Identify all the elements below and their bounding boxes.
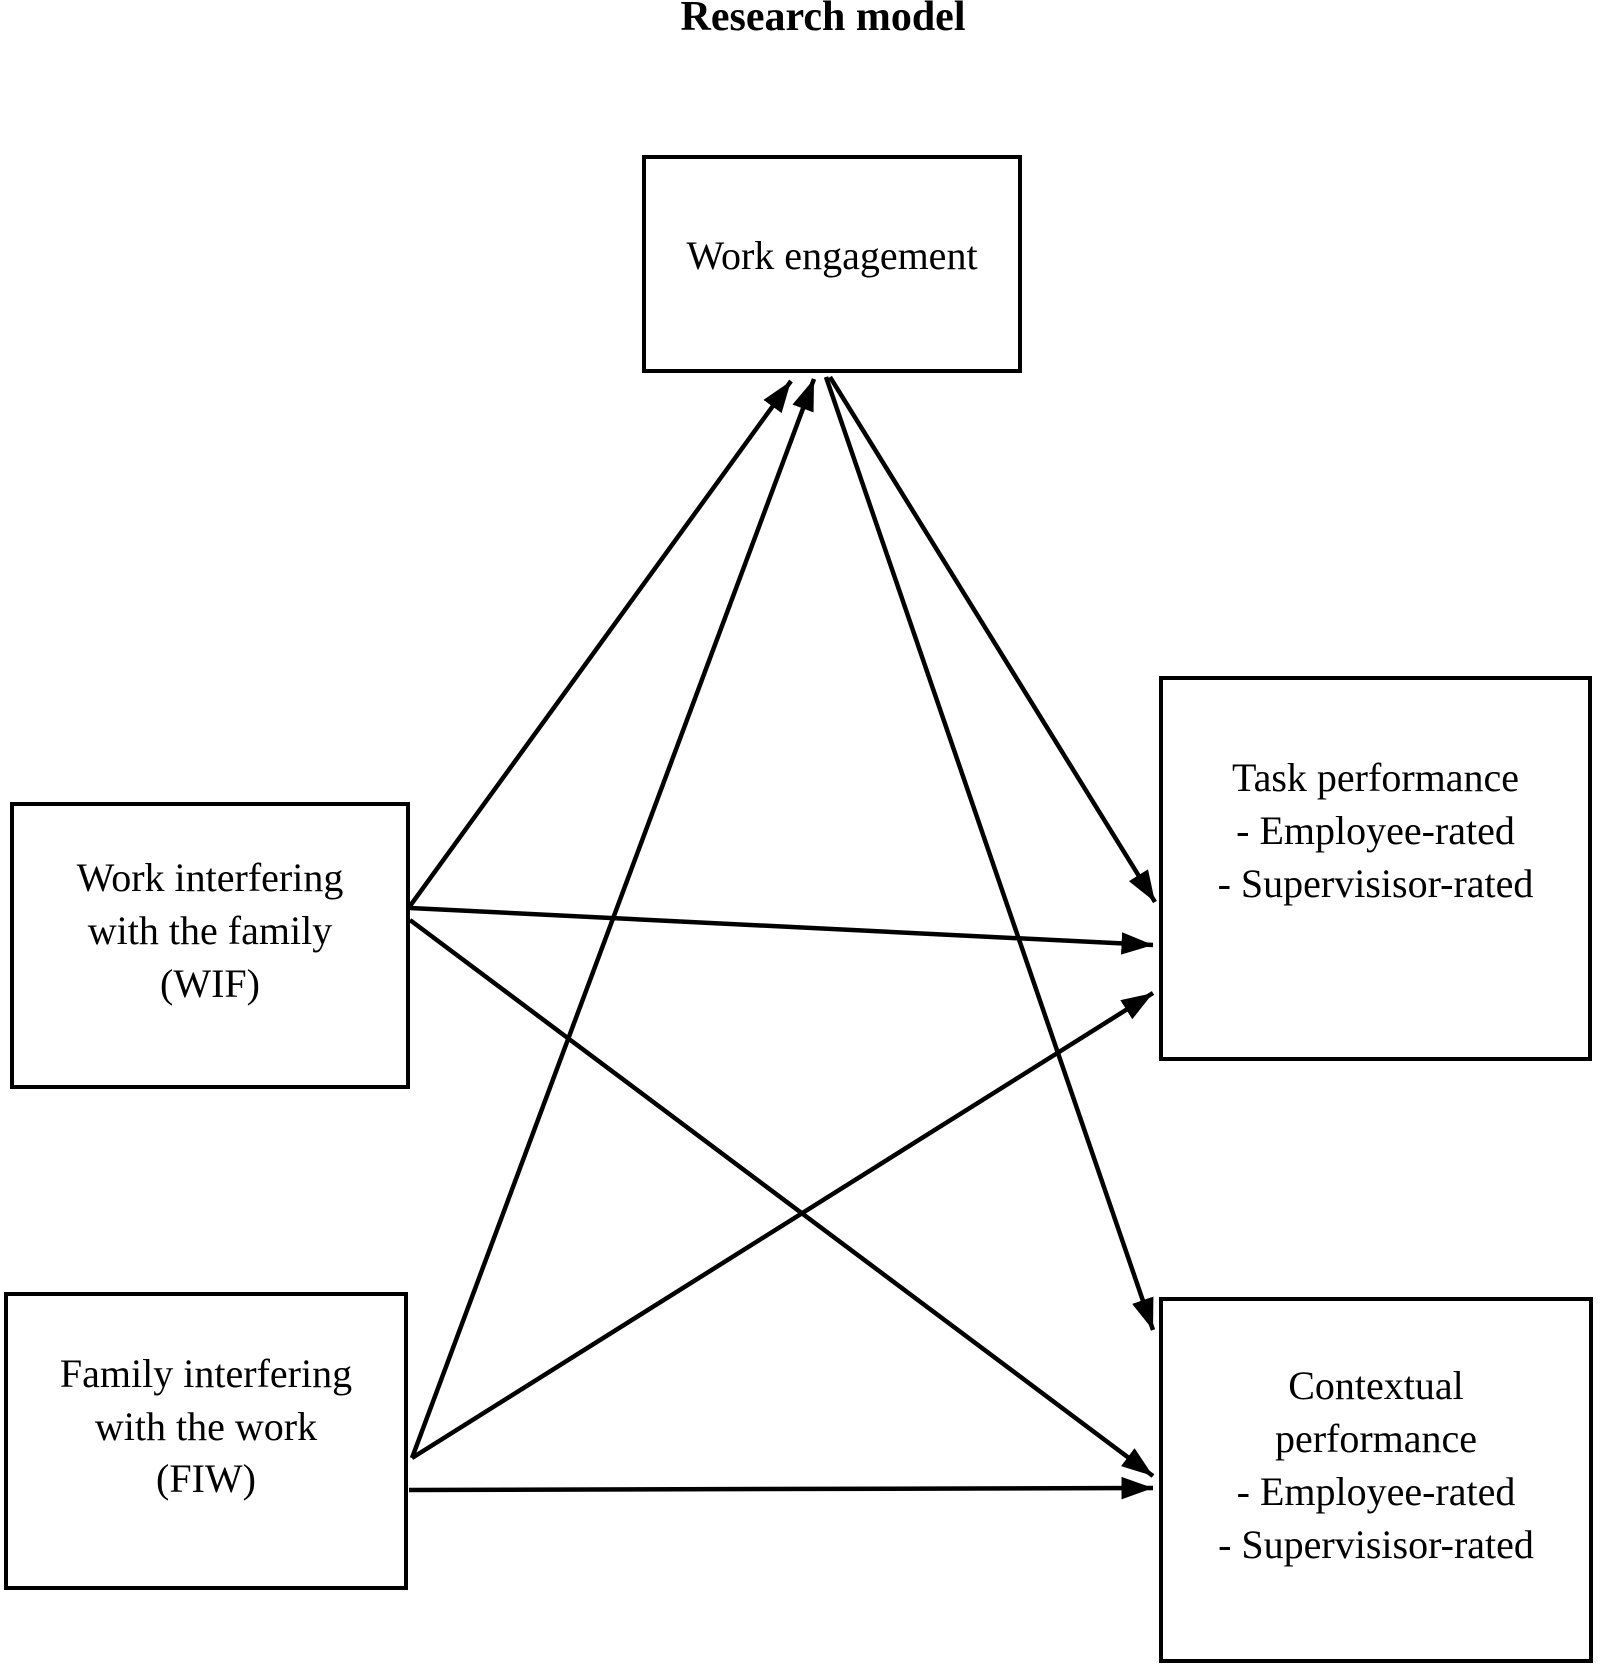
- node-work-engagement-label: Work engagement: [686, 232, 978, 278]
- node-work-engagement: Work engagement: [642, 155, 1022, 373]
- node-fiw: Family interfering with the work (FIW): [4, 1292, 408, 1590]
- arrow-wif-to-contextual_performance: [408, 918, 1155, 1478]
- node-wif: Work interfering with the family (WIF): [10, 802, 410, 1089]
- node-fiw-label: Family interfering with the work (FIW): [59, 1350, 353, 1502]
- arrow-wif-to-task_performance: [409, 905, 1154, 955]
- node-contextual-performance-label: Contextual performance - Employee-rated …: [1218, 1363, 1534, 1567]
- arrow-work_engagement-to-contextual_performance: [823, 376, 1156, 1331]
- arrow-wif-to-work_engagement: [408, 379, 793, 908]
- arrow-fiw-to-task_performance: [410, 991, 1155, 1460]
- arrow-fiw-to-contextual_performance: [408, 1476, 1154, 1500]
- diagram-title: Research model: [680, 0, 966, 40]
- node-task-performance-label: Task performance - Employee-rated - Supe…: [1217, 755, 1534, 906]
- arrow-fiw-to-work_engagement: [409, 378, 817, 1459]
- arrow-work_engagement-to-task_performance: [828, 375, 1157, 904]
- edges-group: [408, 375, 1157, 1500]
- node-contextual-performance: Contextual performance - Employee-rated …: [1159, 1297, 1593, 1663]
- node-task-performance: Task performance - Employee-rated - Supe…: [1159, 676, 1592, 1061]
- node-wif-label: Work interfering with the family (WIF): [76, 855, 344, 1006]
